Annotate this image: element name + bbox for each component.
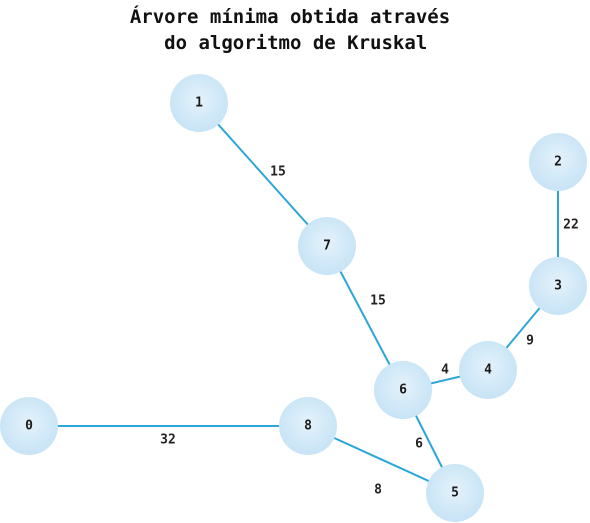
node-circle — [170, 74, 228, 132]
node-7: 7 — [298, 217, 356, 275]
node-2: 2 — [529, 133, 587, 191]
edge-weight-label: 15 — [270, 165, 286, 180]
title-line-2: do algoritmo de Kruskal — [152, 32, 428, 54]
edge-weight-label: 32 — [160, 433, 176, 448]
edge-weight-label: 15 — [370, 294, 386, 309]
node-label: 0 — [25, 419, 33, 434]
node-label: 8 — [304, 419, 312, 434]
diagram-title: Árvore mínima obtida através do algoritm… — [0, 4, 580, 56]
node-circle — [0, 397, 58, 455]
title-line-1: Árvore mínima obtida através — [129, 6, 451, 28]
node-circle — [529, 257, 587, 315]
node-circle — [459, 341, 517, 399]
node-label: 4 — [484, 363, 492, 378]
node-label: 2 — [554, 155, 562, 170]
node-4: 4 — [459, 341, 517, 399]
edge-weight-label: 6 — [415, 437, 423, 452]
node-circle — [426, 464, 484, 522]
node-label: 7 — [323, 239, 331, 254]
node-6: 6 — [374, 361, 432, 419]
node-1: 1 — [170, 74, 228, 132]
node-5: 5 — [426, 464, 484, 522]
node-circle — [374, 361, 432, 419]
node-label: 3 — [554, 279, 562, 294]
edge-weight-label: 4 — [441, 363, 449, 378]
node-circle — [298, 217, 356, 275]
edge-weight-label: 22 — [563, 218, 579, 233]
edge-weight-label: 8 — [374, 483, 382, 498]
edge-weight-label: 9 — [526, 334, 534, 349]
edge-1-7 — [198, 102, 328, 247]
node-8: 8 — [279, 397, 337, 455]
node-label: 1 — [195, 96, 203, 111]
nodes-layer: 0 1 2 3 4 5 6 7 8 — [0, 74, 587, 522]
node-circle — [529, 133, 587, 191]
node-circle — [279, 397, 337, 455]
node-3: 3 — [529, 257, 587, 315]
node-0: 0 — [0, 397, 58, 455]
node-label: 6 — [399, 383, 407, 398]
node-label: 5 — [451, 486, 459, 501]
